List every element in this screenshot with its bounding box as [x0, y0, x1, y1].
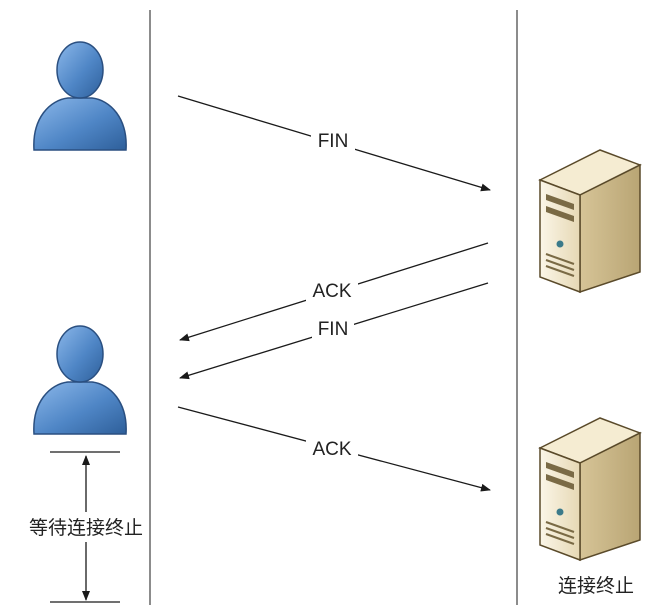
server-icon	[538, 417, 642, 562]
wait-interval: 等待连接终止	[29, 451, 143, 603]
message-label: FIN	[318, 131, 349, 152]
message-fin-1: FIN	[177, 95, 491, 192]
message-label: ACK	[312, 439, 351, 460]
wait-label: 等待连接终止	[29, 517, 143, 539]
closed-label: 连接终止	[558, 575, 634, 597]
message-label: ACK	[312, 281, 351, 302]
message-ack-2: ACK	[177, 406, 491, 492]
server-icon	[538, 149, 642, 294]
person-icon	[33, 325, 127, 435]
message-ack-1: ACK	[179, 242, 489, 342]
message-label: FIN	[318, 319, 349, 340]
person-icon	[33, 41, 127, 151]
message-fin-2: FIN	[179, 282, 489, 380]
